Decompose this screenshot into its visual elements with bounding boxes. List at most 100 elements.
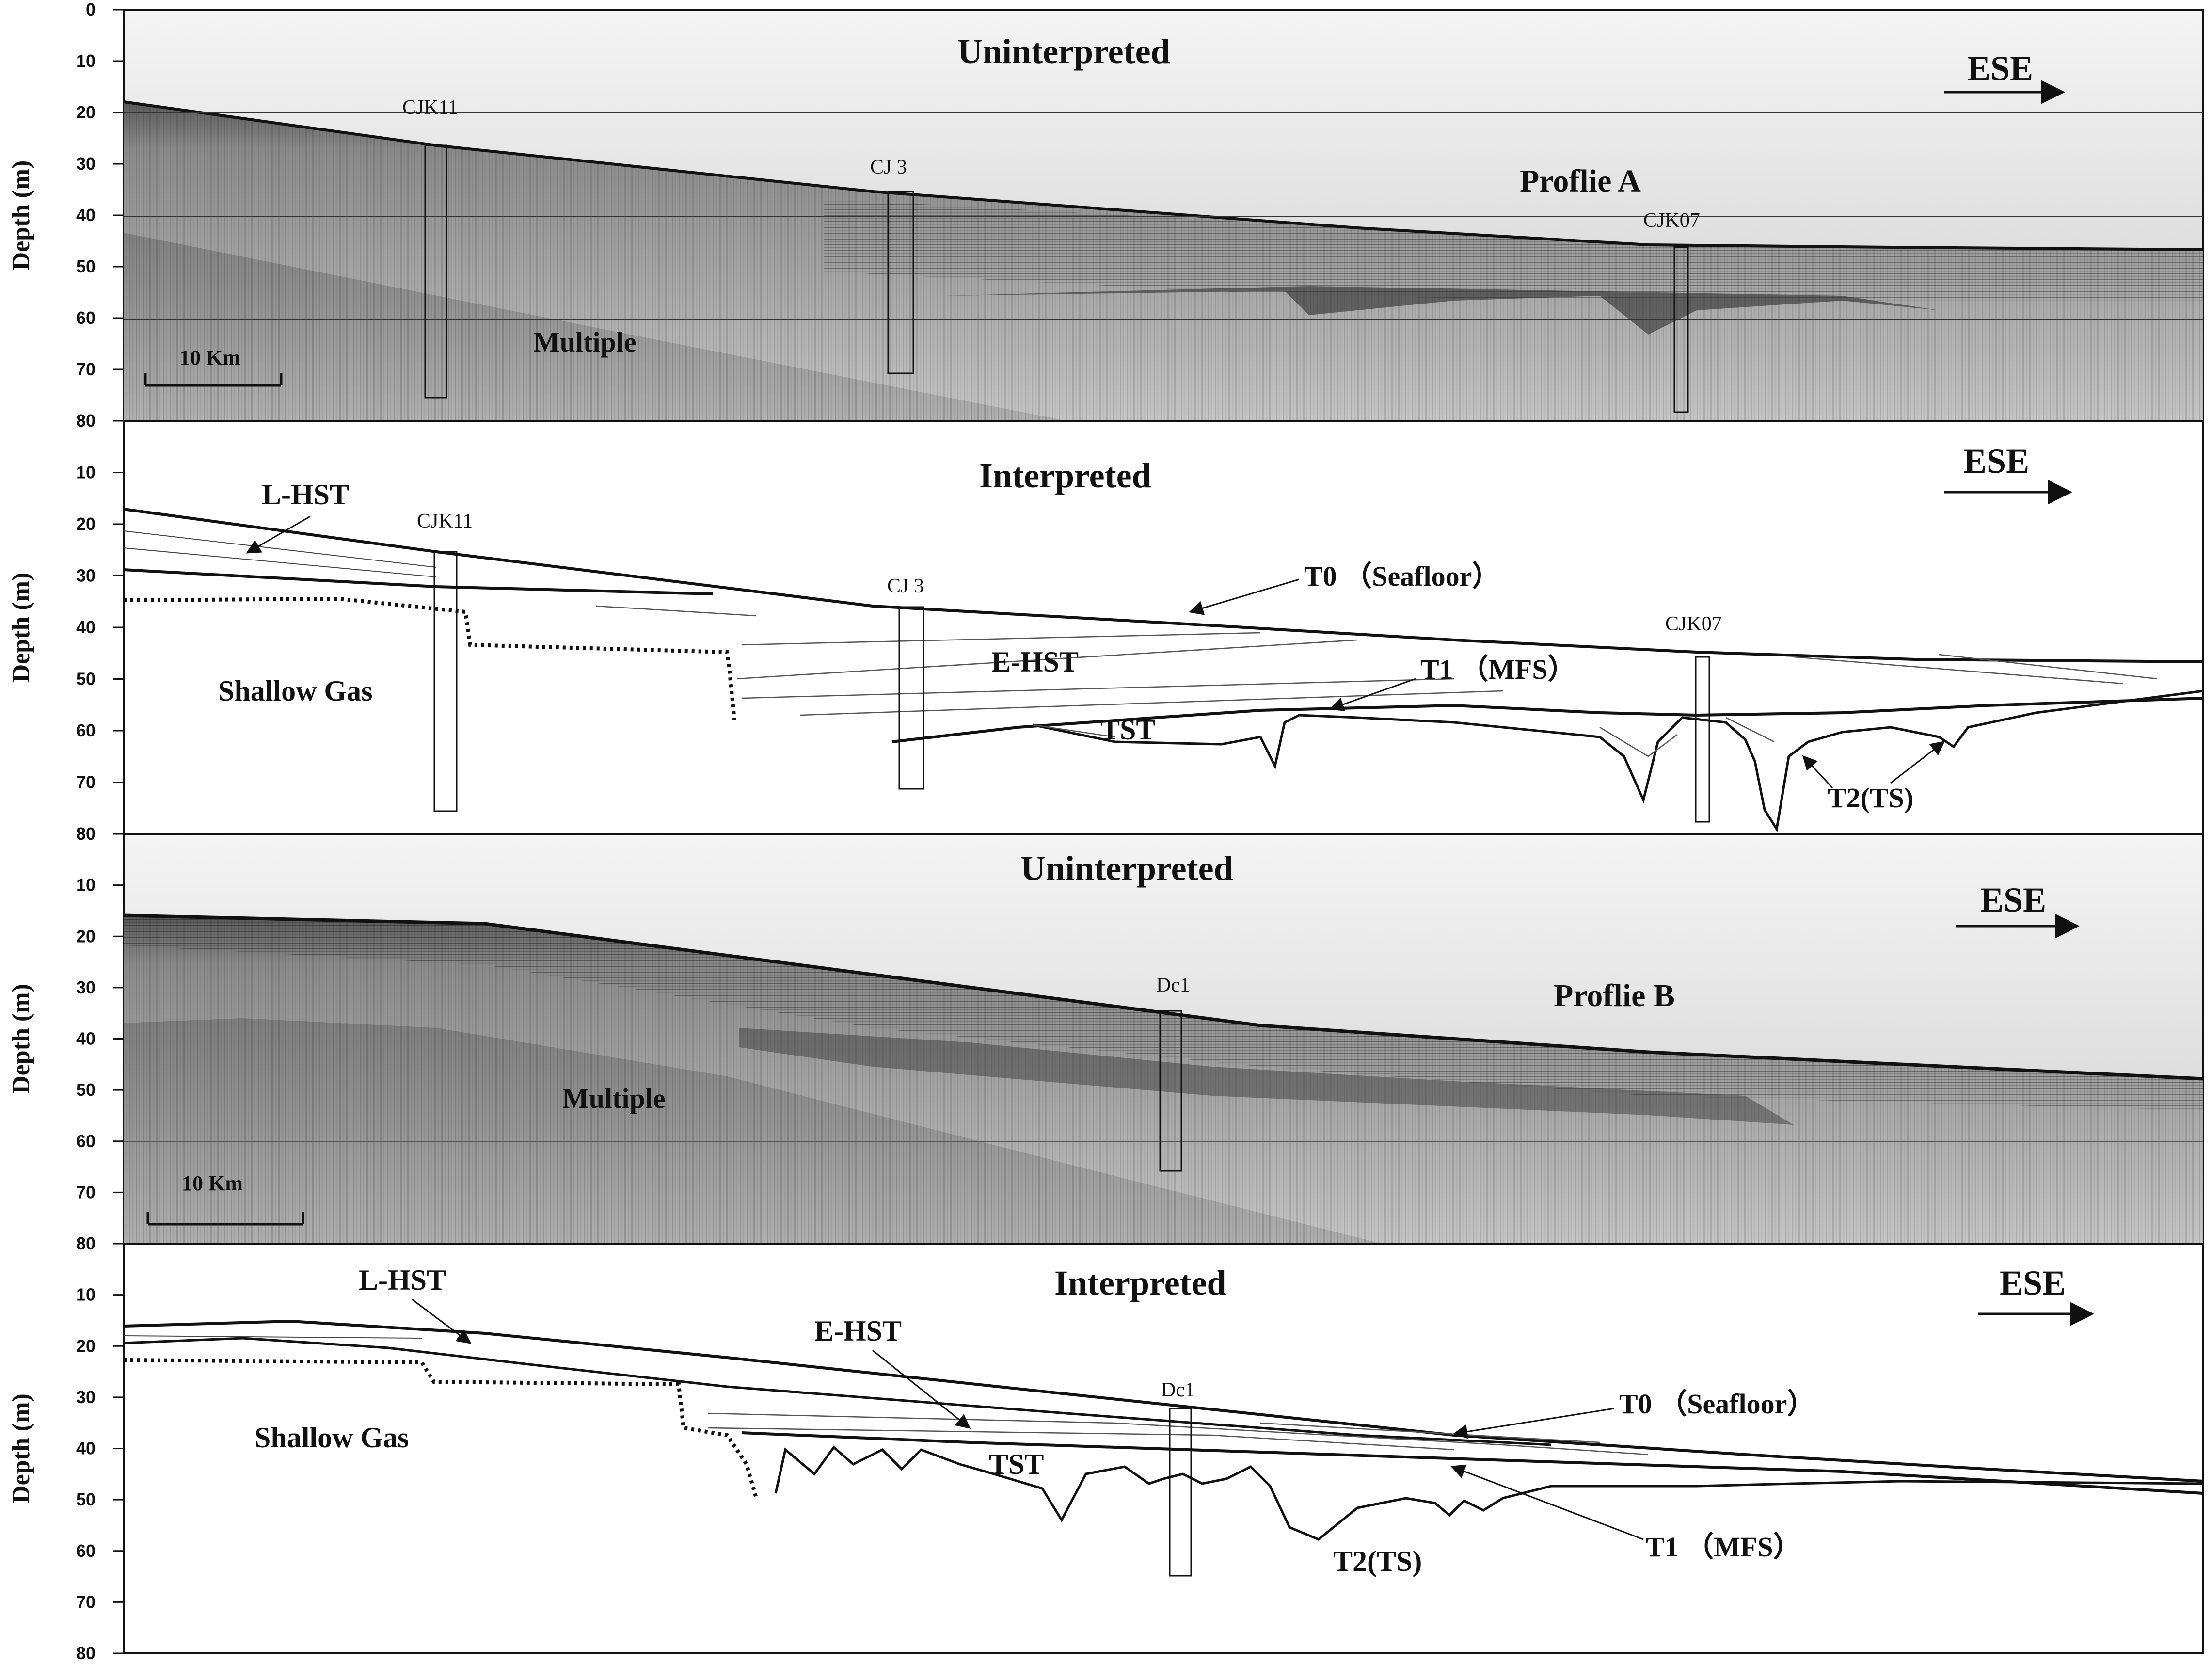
- well-dc1: [1159, 1010, 1182, 1172]
- scale-bar-label: 10 Km: [179, 346, 240, 369]
- well-cjk11: [433, 551, 458, 812]
- t0-seafloor-line: [123, 508, 2204, 663]
- e-hst-reflectors: [596, 605, 2158, 716]
- unit-label-l-hst: L-HST: [359, 1264, 446, 1296]
- depth-tick-label: 50: [76, 669, 95, 689]
- multiple-wedge-stripes: [124, 1018, 1382, 1244]
- depth-tick-label: 50: [76, 256, 95, 276]
- panel-frame: [123, 420, 2204, 835]
- depth-tick-label: 80: [76, 1233, 95, 1253]
- depth-tick-label: 0: [86, 0, 95, 19]
- t0-seafloor-line: [123, 1319, 2204, 1483]
- depth-tick-label: 10: [76, 463, 95, 482]
- well-label-cj3: CJ 3: [887, 575, 924, 597]
- well-label-cjk11: CJK11: [417, 510, 473, 532]
- unit-label-l-hst: L-HST: [262, 479, 349, 511]
- surface-arrow-t2-right: [1890, 741, 1945, 784]
- well-label-cj3: CJ 3: [870, 156, 907, 178]
- well-label-dc1: Dc1: [1161, 1379, 1195, 1401]
- well-cjk07: [1673, 246, 1689, 413]
- depth-tick-label: 70: [76, 1182, 95, 1202]
- depth-axis-label: Depth (m): [7, 160, 35, 271]
- unit-arrow-l-hst: [246, 515, 311, 554]
- surface-label-t2: T2(TS): [1333, 1545, 1422, 1577]
- t1-mfs-line: [741, 1431, 2204, 1495]
- surface-label-t0: T0 （Seafloor）: [1619, 1388, 1815, 1420]
- panel-title: Interpreted: [979, 456, 1151, 495]
- depth-tick-label: 60: [76, 1131, 95, 1151]
- depth-tick-label: 50: [76, 1080, 95, 1100]
- direction-label: ESE: [2000, 1264, 2066, 1302]
- scale-bar: [144, 373, 283, 387]
- panel-title: Interpreted: [1054, 1264, 1226, 1302]
- shallow-gas-boundary: [123, 596, 736, 720]
- direction-label: ESE: [1967, 49, 2033, 88]
- sediment-layering: [824, 199, 2203, 301]
- depth-tick-label: 40: [76, 1439, 95, 1458]
- l-hst-base: [123, 568, 713, 595]
- depth-tick-label: 60: [76, 308, 95, 328]
- surface-arrow-t1: [1329, 678, 1416, 712]
- surface-arrow-t0: [1189, 578, 1300, 615]
- depth-tick-label: 20: [76, 514, 95, 534]
- multiple-label: Multiple: [562, 1083, 666, 1114]
- surface-label-t1: T1 （MFS）: [1646, 1531, 1801, 1563]
- well-label-cjk07: CJK07: [1643, 209, 1700, 232]
- panel-title: Uninterpreted: [1020, 849, 1233, 888]
- direction-label: ESE: [1980, 880, 2046, 919]
- unit-label-tst: TST: [1100, 714, 1155, 746]
- depth-tick-label: 80: [76, 411, 95, 431]
- depth-tick-label: 40: [76, 205, 95, 225]
- surface-arrow-t2-left: [1802, 755, 1833, 789]
- surface-label-t0: T0 （Seafloor）: [1304, 560, 1500, 592]
- depth-tick-label: 30: [76, 154, 95, 174]
- t2-ts-line: [774, 1445, 2204, 1541]
- surface-arrow-t0: [1453, 1408, 1615, 1439]
- well-cjk11: [424, 144, 447, 399]
- profile-label: Proflie B: [1554, 978, 1675, 1013]
- depth-tick-label: 70: [76, 359, 95, 379]
- surface-label-t1: T1 （MFS）: [1420, 654, 1576, 685]
- depth-tick-label: 80: [76, 1643, 95, 1663]
- unit-label-e-hst: E-HST: [814, 1315, 902, 1347]
- depth-tick-label: 70: [76, 772, 95, 792]
- depth-tick-label: 40: [76, 1029, 95, 1049]
- t2-ts-line: [1032, 689, 2204, 832]
- l-hst-internal: [123, 1335, 422, 1339]
- channel-zone: [739, 1028, 1794, 1125]
- channel-zone: [945, 286, 1939, 335]
- depth-axis-label: Depth (m): [7, 1393, 35, 1504]
- l-hst-internal: [123, 530, 437, 577]
- depth-tick-label: 50: [76, 1489, 95, 1509]
- seafloor-reflector: [123, 913, 2204, 1081]
- e-hst-reflectors: [707, 1412, 1649, 1456]
- well-label-cjk07: CJK07: [1665, 613, 1722, 635]
- well-label-dc1: Dc1: [1156, 974, 1190, 996]
- well-cj3: [887, 191, 914, 374]
- t1-mfs-line: [891, 697, 2204, 743]
- multiple-label: Multiple: [533, 326, 637, 358]
- direction-label: ESE: [1963, 442, 2029, 480]
- depth-tick-label: 20: [76, 926, 95, 946]
- depth-tick-label: 10: [76, 1285, 95, 1305]
- depth-tick-label: 10: [76, 875, 95, 895]
- depth-tick-label: 20: [76, 102, 95, 122]
- surface-label-t2: T2(TS): [1828, 782, 1913, 814]
- well-cj3: [898, 606, 924, 790]
- l-hst-base: [123, 1337, 1552, 1446]
- depth-tick-label: 40: [76, 617, 95, 637]
- depth-tick-label: 60: [76, 720, 95, 740]
- unit-arrow-e-hst: [872, 1349, 971, 1429]
- surface-arrow-t1: [1450, 1464, 1644, 1540]
- depth-axis-label: Depth (m): [7, 573, 35, 683]
- depth-tick-label: 80: [76, 824, 95, 844]
- depth-tick-label: 30: [76, 977, 95, 997]
- depth-tick-label: 60: [76, 1541, 95, 1561]
- scale-bar-label: 10 Km: [182, 1171, 243, 1195]
- tst-internal: [1032, 717, 1775, 757]
- well-label-cjk11: CJK11: [402, 96, 458, 119]
- unit-label-shallow-gas: Shallow Gas: [255, 1422, 409, 1454]
- depth-tick-label: 70: [76, 1592, 95, 1612]
- well-dc1: [1169, 1408, 1192, 1577]
- unit-label-tst: TST: [989, 1448, 1044, 1480]
